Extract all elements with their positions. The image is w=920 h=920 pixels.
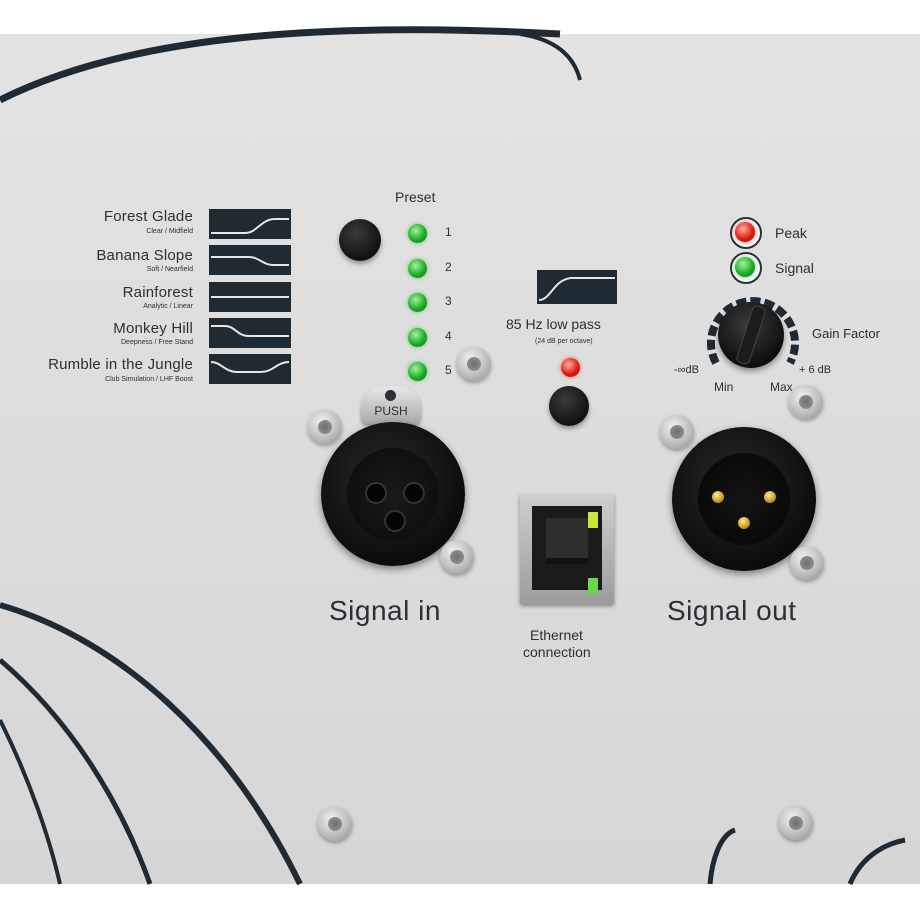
gain-max-db: + 6 dB	[799, 364, 832, 376]
preset-number-3: 3	[445, 294, 452, 308]
screw-icon	[318, 807, 352, 841]
gain-label: Gain Factor	[812, 326, 880, 341]
preset-sub-4: Deepness / Free Stand	[121, 339, 193, 346]
ethernet-socket	[532, 506, 602, 594]
xlr-pin-hole	[403, 482, 425, 504]
gain-min-db: -∞dB	[674, 364, 699, 376]
preset-sub-5: Club Simulation / LHF Boost	[105, 376, 193, 383]
screw-icon	[457, 347, 491, 381]
screw-icon	[440, 540, 474, 574]
preset-led-1	[408, 224, 427, 243]
lowpass-curve-icon	[537, 270, 617, 304]
xlr-pin	[712, 491, 724, 503]
preset-number-2: 2	[445, 260, 452, 274]
preset-select-button[interactable]	[339, 219, 381, 261]
ethernet-link-led	[588, 512, 598, 528]
peak-label: Peak	[775, 225, 807, 241]
lowpass-sub: (24 dB per octave)	[535, 338, 593, 345]
peak-led	[735, 222, 755, 242]
preset-led-2	[408, 259, 427, 278]
lowpass-toggle-button[interactable]	[549, 386, 589, 426]
preset-led-3	[408, 293, 427, 312]
peak-led-ring	[730, 217, 762, 249]
push-release-tab[interactable]: PUSH	[361, 386, 421, 424]
eq-curve-icon	[209, 282, 291, 312]
eq-curve-icon	[209, 209, 291, 239]
lowpass-label: 85 Hz low pass	[506, 316, 601, 332]
eq-curve-icon	[209, 318, 291, 348]
screw-icon	[789, 385, 823, 419]
gain-min-label: Min	[714, 380, 734, 394]
lowpass-led	[561, 358, 580, 377]
signal-in-xlr-jack[interactable]	[321, 422, 465, 566]
gain-max-label: Max	[770, 380, 793, 394]
signal-out-label: Signal out	[667, 595, 797, 626]
preset-led-5	[408, 362, 427, 381]
preset-number-5: 5	[445, 363, 452, 377]
preset-name-4: Monkey Hill	[113, 320, 193, 337]
preset-number-1: 1	[445, 225, 452, 239]
push-label: PUSH	[374, 404, 408, 418]
eq-curve-icon	[209, 354, 291, 384]
gain-scale	[707, 297, 799, 365]
gain-knob[interactable]	[718, 302, 784, 368]
ethernet-activity-led	[588, 578, 598, 594]
eq-curve-icon	[209, 245, 291, 275]
xlr-pin-hole	[384, 510, 406, 532]
screw-icon	[308, 410, 342, 444]
screw-icon	[660, 415, 694, 449]
ethernet-label-line2: connection	[523, 644, 591, 660]
preset-name-3: Rainforest	[122, 284, 193, 301]
xlr-pin	[738, 517, 750, 529]
preset-name-1: Forest Glade	[103, 208, 193, 225]
screw-icon	[779, 806, 813, 840]
signal-in-label: Signal in	[329, 595, 441, 626]
signal-out-xlr-jack[interactable]	[672, 427, 816, 571]
ethernet-contacts	[546, 518, 588, 564]
signal-led	[735, 257, 755, 277]
ethernet-port[interactable]	[520, 494, 614, 604]
preset-title: Preset	[395, 189, 436, 205]
signal-label: Signal	[775, 260, 814, 276]
signal-led-ring	[730, 252, 762, 284]
xlr-pin	[764, 491, 776, 503]
preset-name-5: Rumble in the Jungle	[48, 356, 193, 373]
preset-sub-3: Analytic / Linear	[143, 303, 193, 310]
preset-sub-1: Clear / Midfield	[146, 228, 193, 235]
preset-name-2: Banana Slope	[96, 247, 193, 264]
preset-led-4	[408, 328, 427, 347]
screw-icon	[790, 546, 824, 580]
preset-sub-2: Soft / Nearfield	[146, 266, 193, 273]
preset-number-4: 4	[445, 329, 452, 343]
xlr-pin-hole	[365, 482, 387, 504]
ethernet-label-line1: Ethernet	[530, 627, 583, 643]
push-icon	[385, 390, 396, 401]
gain-knob-pointer	[736, 305, 766, 365]
